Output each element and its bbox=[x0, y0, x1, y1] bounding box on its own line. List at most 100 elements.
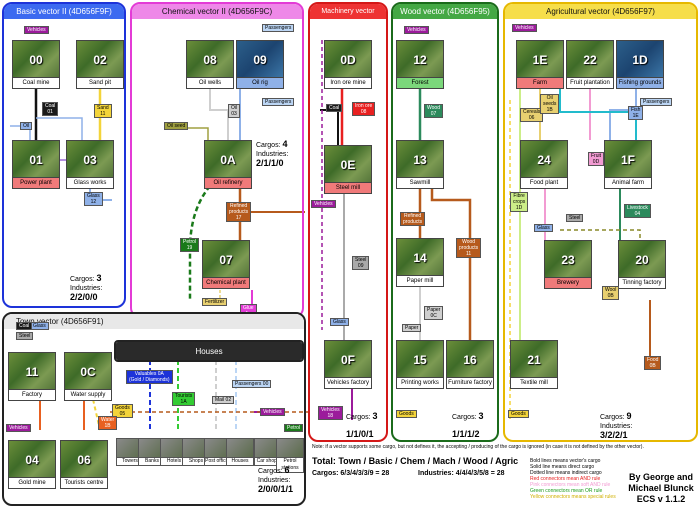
industry-id: 0D bbox=[324, 40, 372, 78]
cargo-livestock-label: Livestock 04 bbox=[624, 204, 651, 218]
cargo-vehicles-label: Vehicles bbox=[260, 408, 285, 416]
industry-fruit-plantation[interactable]: 22 Fruit plantation bbox=[566, 40, 614, 89]
industry-factory[interactable]: 11 Factory bbox=[8, 352, 56, 401]
industry-sand-pit[interactable]: 02 Sand pit bbox=[76, 40, 124, 89]
house-car-shops[interactable]: Car shops bbox=[254, 438, 282, 466]
industry-printing-works[interactable]: 15 Printing works bbox=[396, 340, 444, 389]
industry-oil-refinery[interactable]: 0A Oil refinery bbox=[204, 140, 252, 189]
industry-name: Forest bbox=[396, 78, 444, 89]
industry-name: Brewery bbox=[544, 278, 592, 289]
industry-id: 03 bbox=[66, 140, 114, 178]
industry-glass-works[interactable]: 03 Glass works bbox=[66, 140, 114, 189]
cargo-passengers-label: Passengers bbox=[262, 24, 295, 32]
industry-water-supply[interactable]: 0C Water supply bbox=[64, 352, 112, 401]
industry-sawmill[interactable]: 13 Sawmill bbox=[396, 140, 444, 189]
industry-farm[interactable]: 1E Farm bbox=[516, 40, 564, 89]
industry-tinning-factory[interactable]: 20 Tinning factory bbox=[618, 240, 666, 289]
town-vector-panel: Town vector (4D656F91) bbox=[2, 312, 306, 506]
industry-gold-mine[interactable]: 04 Gold mine bbox=[8, 440, 56, 489]
industry-id: 00 bbox=[12, 40, 60, 78]
cargo-water-label: Water 1B bbox=[98, 416, 118, 430]
industry-name: Paper mill bbox=[396, 276, 444, 287]
industry-id: 21 bbox=[510, 340, 558, 378]
industry-coal-mine[interactable]: 00 Coal mine bbox=[12, 40, 60, 89]
industry-name: Gold mine bbox=[8, 478, 56, 489]
industry-animal-farm[interactable]: 1F Animal farm bbox=[604, 140, 652, 189]
house-name: Houses bbox=[226, 458, 254, 466]
author-line: By George and bbox=[628, 472, 693, 482]
footnote: Note: if a vector supports some cargo, b… bbox=[312, 444, 644, 450]
cargo-fibre-crops-label: Fibre crops 1D bbox=[510, 192, 529, 212]
cargo-passengers-label: Passengers 00 bbox=[232, 380, 272, 388]
industry-name: Tourists centre bbox=[60, 478, 108, 489]
house-towers[interactable]: Towers bbox=[116, 438, 144, 466]
cargo-steel-label: Steel 09 bbox=[352, 256, 370, 270]
stats-industries-value: 2/1/1/0 bbox=[256, 158, 284, 168]
industry-name: Oil rig bbox=[236, 78, 284, 89]
industry-id: 0F bbox=[324, 340, 372, 378]
industry-forest[interactable]: 12 Forest bbox=[396, 40, 444, 89]
cargo-tourists-label: Tourists 1A bbox=[172, 392, 196, 406]
house-post-offices[interactable]: Post offices bbox=[204, 438, 232, 466]
industry-name: Sand pit bbox=[76, 78, 124, 89]
industry-id: 01 bbox=[12, 140, 60, 178]
industry-food-plant[interactable]: 24 Food plant bbox=[520, 140, 568, 189]
industry-tourists-centre[interactable]: 06 Tourists centre bbox=[60, 440, 108, 489]
wood-vector-panel: Wood vector (4D656F95) bbox=[391, 2, 499, 442]
cargo-glass-label: Glass bbox=[30, 322, 49, 330]
legend-item: Yellow connectors means special rules bbox=[530, 494, 616, 500]
industry-oil-wells[interactable]: 08 Oil wells bbox=[186, 40, 234, 89]
industry-name: Fishing grounds bbox=[616, 78, 664, 89]
industry-fishing-grounds[interactable]: 1D Fishing grounds bbox=[616, 40, 664, 89]
cargo-cereals-label: Cereals 06 bbox=[520, 108, 544, 122]
industry-steel-mill[interactable]: 0E Steel mill bbox=[324, 145, 372, 194]
industry-name: Steel mill bbox=[324, 183, 372, 194]
house-petrol-stations[interactable]: Petrol stations bbox=[276, 438, 304, 473]
industry-name: Factory bbox=[8, 390, 56, 401]
houses-panel: Houses bbox=[114, 340, 304, 362]
industry-iron-ore-mine[interactable]: 0D Iron ore mine bbox=[324, 40, 372, 89]
industry-id: 13 bbox=[396, 140, 444, 178]
agricultural-stats: Cargos: 9 Industries: 3/2/2/1 bbox=[600, 412, 632, 440]
cargo-goods-label: Goods 05 bbox=[112, 404, 133, 418]
industry-id: 22 bbox=[566, 40, 614, 78]
cargo-coal-label: Coal bbox=[16, 322, 33, 330]
industry-name: Farm bbox=[516, 78, 564, 89]
industry-id: 08 bbox=[186, 40, 234, 78]
stats-industries-label: Industries: bbox=[258, 477, 291, 484]
cargo-steel-label: Steel bbox=[16, 332, 34, 340]
industry-oil-rig[interactable]: 09 Oil rig bbox=[236, 40, 284, 89]
version-label: ECS v 1.1.2 bbox=[636, 494, 686, 504]
industry-id: 04 bbox=[8, 440, 56, 478]
panel-title: Wood vector (4D656F95) bbox=[393, 4, 497, 19]
industry-name: Animal farm bbox=[604, 178, 652, 189]
industry-power-plant[interactable]: 01 Power plant bbox=[12, 140, 60, 189]
industry-furniture-factory[interactable]: 16 Furniture factory bbox=[446, 340, 494, 389]
industry-chemical-plant[interactable]: 07 Chemical plant bbox=[202, 240, 250, 289]
cargo-wood-products-label: Wood products 11 bbox=[456, 238, 482, 258]
cargo-vehicles-label: Vehicles bbox=[311, 200, 336, 208]
legend-item: Solid line means direct cargo bbox=[530, 464, 595, 470]
stats-cargos-value: 4 bbox=[282, 139, 288, 149]
stats-industries-label: Industries: bbox=[70, 285, 103, 292]
industry-name: Fruit plantation bbox=[566, 78, 614, 89]
machinery-stats: Cargos: 3 1/1/0/1 bbox=[346, 412, 377, 439]
stats-industries-label: Industries: bbox=[600, 423, 633, 430]
house-houses[interactable]: Houses bbox=[226, 438, 254, 466]
industry-name: Food plant bbox=[520, 178, 568, 189]
author-credit: By George and Michael Blunck ECS v 1.1.2 bbox=[624, 472, 698, 505]
industry-brewery[interactable]: 23 Brewery bbox=[544, 240, 592, 289]
panel-title: Chemical vector II (4D656F9C) bbox=[132, 4, 302, 19]
industry-id: 1F bbox=[604, 140, 652, 178]
industry-textile-mill[interactable]: 21 Textile mill bbox=[510, 340, 558, 389]
industry-id: 20 bbox=[618, 240, 666, 278]
industry-id: 0A bbox=[204, 140, 252, 178]
industry-name: Printing works bbox=[396, 378, 444, 389]
industry-id: 16 bbox=[446, 340, 494, 378]
industry-id: 09 bbox=[236, 40, 284, 78]
industry-id: 12 bbox=[396, 40, 444, 78]
industry-vehicles-factory[interactable]: 0F Vehicles factory bbox=[324, 340, 372, 389]
cargo-glass-label: Glass bbox=[534, 224, 553, 232]
industry-paper-mill[interactable]: 14 Paper mill bbox=[396, 238, 444, 287]
cargo-valuables-label: Valuables 0A (Gold / Diamonds) bbox=[126, 370, 173, 384]
